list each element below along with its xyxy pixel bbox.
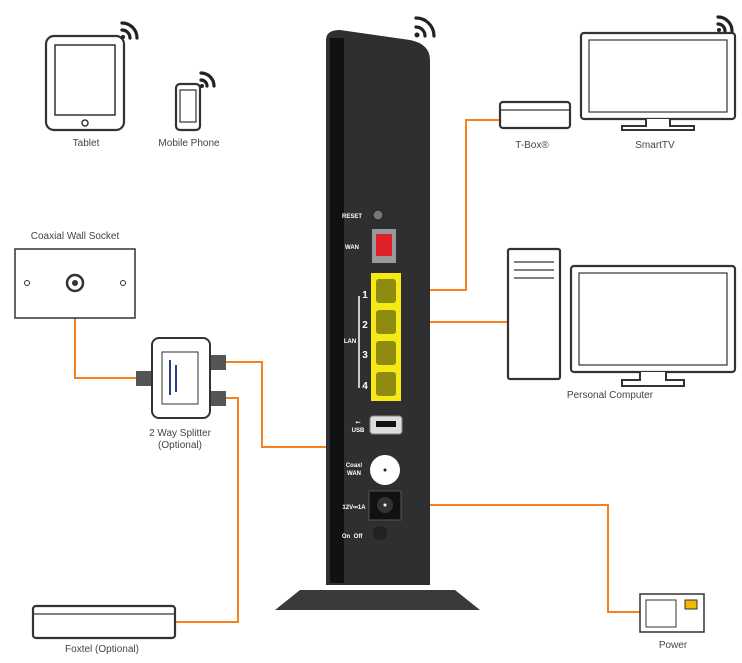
smarttv-label: SmartTV bbox=[635, 140, 675, 151]
mobile-phone: Mobile Phone bbox=[158, 71, 220, 149]
coaxial-wall-socket: Coaxial Wall Socket bbox=[14, 231, 136, 319]
lan-number-2: 2 bbox=[362, 320, 368, 331]
power-switch[interactable] bbox=[373, 526, 387, 540]
power-outlet: Power bbox=[639, 593, 705, 651]
splitter-out1-connector bbox=[208, 355, 226, 370]
lan-port-4[interactable] bbox=[376, 372, 396, 396]
lan-number-4: 4 bbox=[362, 381, 368, 392]
pc-monitor-icon bbox=[569, 264, 737, 374]
tbox: T-Box® bbox=[498, 100, 572, 151]
foxtel: Foxtel (Optional) bbox=[31, 604, 177, 655]
lan-number-3: 3 bbox=[362, 350, 368, 361]
coax-label-line2: WAN bbox=[347, 471, 361, 477]
usb-label: USB bbox=[352, 428, 365, 434]
mobile-phone-label: Mobile Phone bbox=[158, 138, 220, 149]
cable-wall-to-splitter bbox=[74, 295, 140, 379]
cable-power bbox=[385, 504, 640, 613]
power-rating-label: 12V⎓1A bbox=[342, 505, 366, 511]
wan-label: WAN bbox=[345, 245, 359, 251]
on-label: On bbox=[342, 534, 351, 540]
wifi-icon bbox=[716, 15, 734, 33]
pc-tower-icon bbox=[506, 247, 562, 381]
wifi-icon bbox=[199, 71, 216, 88]
router: RESET WAN LAN 1 2 3 4 USB ⭠ Coax/ WAN 12… bbox=[275, 16, 480, 610]
cable-splitter-to-foxtel bbox=[175, 397, 239, 623]
lan-port-1[interactable] bbox=[376, 279, 396, 303]
foxtel-label: Foxtel (Optional) bbox=[65, 644, 139, 655]
foxtel-box-icon bbox=[31, 604, 177, 640]
tbox-icon bbox=[498, 100, 572, 130]
tablet-label: Tablet bbox=[73, 138, 100, 149]
usb-icon: ⭠ bbox=[356, 420, 361, 426]
tbox-label: T-Box® bbox=[515, 140, 549, 151]
splitter-in-connector bbox=[136, 371, 152, 386]
off-label: Off bbox=[354, 534, 364, 540]
lan-port-2[interactable] bbox=[376, 310, 396, 334]
smarttv: SmartTV bbox=[579, 15, 737, 151]
personal-computer: Personal Computer bbox=[506, 247, 737, 401]
lan-label: LAN bbox=[344, 339, 356, 345]
tv-icon bbox=[579, 31, 737, 121]
tablet-icon bbox=[44, 34, 126, 132]
wifi-icon bbox=[414, 16, 436, 38]
coax-label-line1: Coax/ bbox=[346, 463, 363, 469]
reset-label: RESET bbox=[342, 214, 362, 220]
wall-socket-label: Coaxial Wall Socket bbox=[31, 231, 120, 242]
phone-icon bbox=[174, 82, 202, 132]
router-stand bbox=[275, 590, 480, 610]
splitter-label-line1: 2 Way Splitter bbox=[149, 428, 212, 439]
reset-button[interactable] bbox=[372, 209, 384, 221]
wifi-icon bbox=[120, 21, 139, 40]
pc-label: Personal Computer bbox=[567, 390, 654, 401]
power-label: Power bbox=[659, 640, 688, 651]
splitter-out2-connector bbox=[208, 391, 226, 406]
splitter-label-line2: (Optional) bbox=[158, 440, 202, 451]
tablet: Tablet bbox=[44, 21, 139, 149]
two-way-splitter: 2 Way Splitter (Optional) bbox=[136, 337, 226, 451]
lan-number-1: 1 bbox=[362, 290, 368, 301]
lan-port-3[interactable] bbox=[376, 341, 396, 365]
